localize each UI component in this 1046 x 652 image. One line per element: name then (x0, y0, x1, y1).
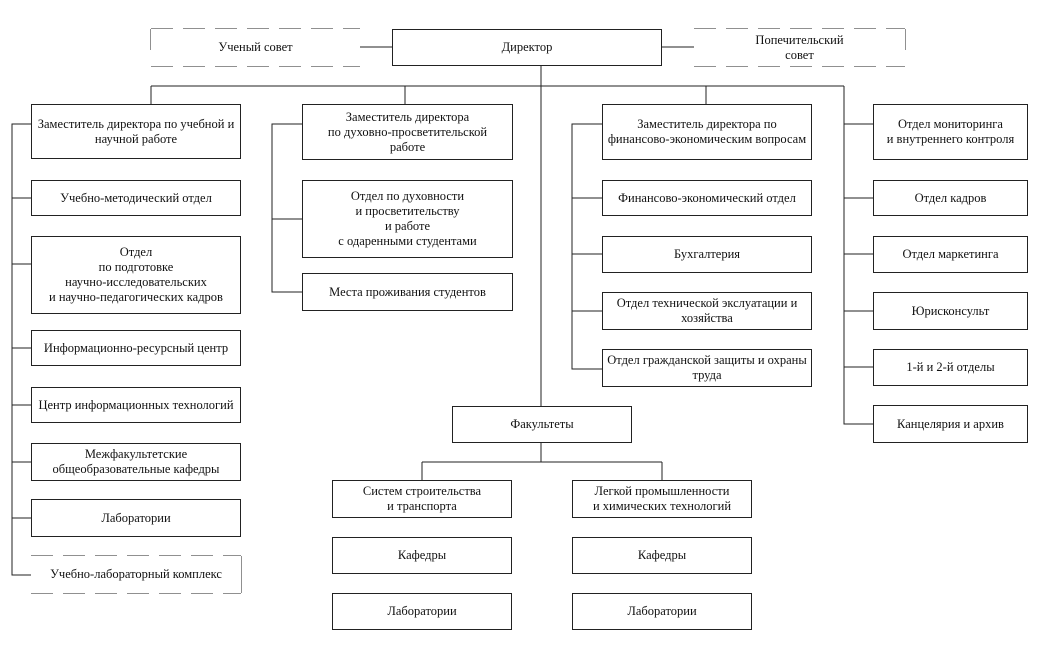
faculty-construction-labs-box: Лаборатории (332, 593, 512, 630)
monitoring-department-box: Отдел мониторинга и внутреннего контроля (873, 104, 1028, 160)
faculty-construction-box: Систем строительства и транспорта (332, 480, 512, 518)
hr-department-box: Отдел кадров (873, 180, 1028, 216)
first-second-departments-box: 1-й и 2-й отделы (873, 349, 1028, 386)
information-resource-center-box: Информационно-ресурсный центр (31, 330, 241, 366)
board-of-trustees-box: Попечительский совет (694, 29, 905, 66)
accounting-box: Бухгалтерия (602, 236, 812, 273)
faculties-box: Факультеты (452, 406, 632, 443)
interfaculty-departments-box: Межфакультетские общеобразовательные каф… (31, 443, 241, 481)
faculty-light-industry-labs-box: Лаборатории (572, 593, 752, 630)
civil-defense-department-box: Отдел гражданской защиты и охраны труда (602, 349, 812, 387)
spirituality-department-box: Отдел по духовности и просветительству и… (302, 180, 513, 258)
laboratories-box: Лаборатории (31, 499, 241, 537)
deputy-spiritual-box: Заместитель директора по духовно-просвет… (302, 104, 513, 160)
legal-adviser-box: Юрисконсульт (873, 292, 1028, 330)
student-housing-box: Места проживания студентов (302, 273, 513, 311)
faculty-construction-departments-box: Кафедры (332, 537, 512, 574)
finance-department-box: Финансово-экономический отдел (602, 180, 812, 216)
deputy-finance-box: Заместитель директора по финансово-эконо… (602, 104, 812, 160)
marketing-department-box: Отдел маркетинга (873, 236, 1028, 273)
office-archive-box: Канцелярия и архив (873, 405, 1028, 443)
director-box: Директор (392, 29, 662, 66)
faculty-light-industry-departments-box: Кафедры (572, 537, 752, 574)
faculty-light-industry-box: Легкой промышленности и химических техно… (572, 480, 752, 518)
maintenance-department-box: Отдел технической экслуатации и хозяйств… (602, 292, 812, 330)
methodical-department-box: Учебно-методический отдел (31, 180, 241, 216)
research-staff-department-box: Отдел по подготовке научно-исследователь… (31, 236, 241, 314)
it-center-box: Центр информационных технологий (31, 387, 241, 423)
deputy-academic-box: Заместитель директора по учебной и научн… (31, 104, 241, 159)
lab-complex-box: Учебно-лабораторный комплекс (31, 556, 241, 593)
academic-council-box: Ученый совет (151, 29, 360, 66)
